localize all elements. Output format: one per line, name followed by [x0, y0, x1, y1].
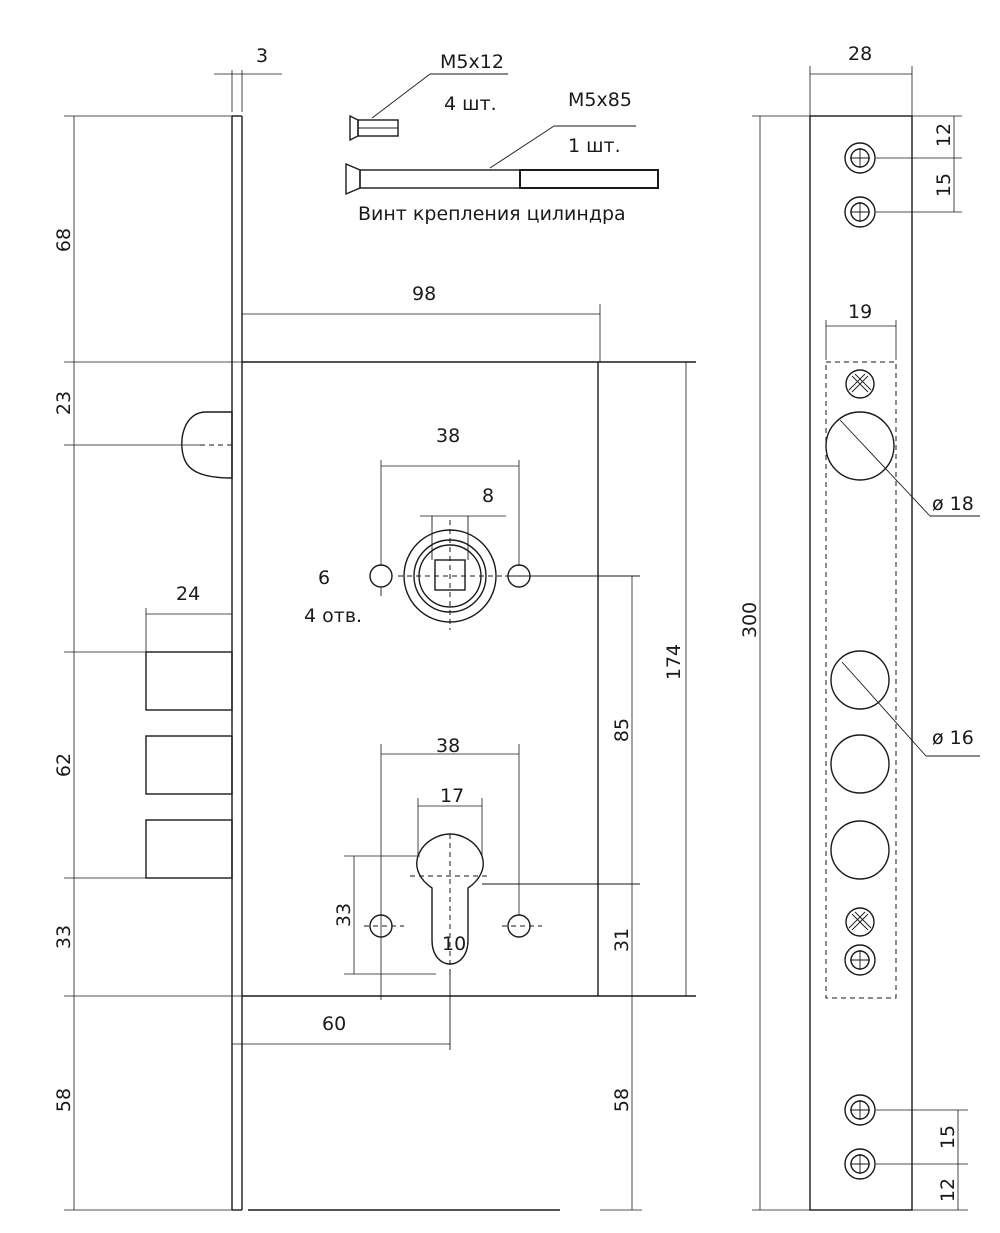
- dim-handle-holes-label: 38: [436, 425, 460, 447]
- screw-long-size-label: M5x85: [568, 89, 632, 111]
- screw-hole-1: [844, 142, 876, 174]
- screw-m5x85: [345, 125, 659, 196]
- dim-handle-holes: [380, 460, 520, 566]
- dim-faceplate-width-label: 28: [848, 43, 872, 65]
- faceplate-screws: [844, 142, 876, 1180]
- dim-cylinder-slot-label: 10: [442, 933, 466, 955]
- dim-cylinder-width: [417, 798, 483, 856]
- dead-bolts: [145, 651, 233, 879]
- dim-hole-dia-label: 6: [318, 567, 330, 589]
- dim-latch-offset: 23: [53, 391, 75, 415]
- screw-hole-3: [844, 1094, 876, 1126]
- dim-faceplate-length-label: 300: [739, 602, 761, 638]
- dim-spindle-label: 8: [482, 485, 494, 507]
- dim-cylinder-height-label: 33: [333, 903, 355, 927]
- dim-right-bottom: [600, 996, 642, 1211]
- screw-hole-2: [844, 196, 876, 228]
- dim-cutout-width-label: 19: [848, 301, 872, 323]
- dim-top-to-body: 68: [53, 228, 75, 252]
- screw-caption: Винт крепления цилиндра: [358, 203, 626, 225]
- dim-thickness: [214, 70, 282, 112]
- dim-screw-top-offset: 12: [933, 123, 955, 147]
- dim-cylinder-to-bottom-label: 31: [611, 928, 633, 952]
- screw-hole-5: [844, 944, 876, 976]
- dim-latch-hole-dia: ø 18: [932, 493, 974, 515]
- dim-faceplate-length: [752, 115, 810, 1211]
- dim-screw-bottom-offset: 12: [937, 1178, 959, 1202]
- screw-long-qty-label: 1 шт.: [568, 135, 621, 157]
- dim-cylinder-holes-label: 38: [436, 735, 460, 757]
- cross-screws: [845, 369, 875, 937]
- spindle-hub: [398, 516, 505, 630]
- dim-bolt-to-bottom: 33: [53, 925, 75, 949]
- faceplate-side: [231, 115, 243, 1211]
- screw-m5x12: [349, 73, 508, 142]
- dim-body-depth: [242, 304, 601, 362]
- dim-bolt-length: [145, 608, 232, 652]
- latch-bolt: [181, 411, 233, 479]
- bolt-holes: [830, 650, 890, 880]
- dim-backset: [231, 1000, 450, 1050]
- dim-hole-count-label: 4 отв.: [304, 605, 362, 627]
- dim-cutout-width: [825, 320, 897, 360]
- dim-bottom-screws: [876, 1109, 968, 1211]
- dim-body-depth-label: 98: [412, 283, 436, 305]
- handle-screw-holes: [369, 564, 640, 596]
- dim-faceplate-width: [809, 66, 913, 116]
- dim-body-height-label: 174: [663, 644, 685, 680]
- dim-screw-spacing-bottom: 15: [937, 1125, 959, 1149]
- dim-bolt-span: 62: [53, 753, 75, 777]
- dim-top-screws: [876, 115, 962, 213]
- dim-bottom-extension: 58: [53, 1088, 75, 1112]
- latch-hole: [825, 411, 895, 481]
- dim-cylinder-width-label: 17: [440, 785, 464, 807]
- dim-screw-spacing-top: 15: [933, 173, 955, 197]
- dim-backset-label: 60: [322, 1013, 346, 1035]
- dim-left-chain: [64, 115, 242, 1211]
- diameter-leaders: [839, 419, 980, 757]
- cylinder-cutout: [364, 833, 640, 1050]
- dim-cylinder-holes: [380, 744, 520, 1000]
- screw-short-size-label: M5x12: [440, 51, 504, 73]
- screw-short-qty-label: 4 шт.: [444, 93, 497, 115]
- faceplate-front: [809, 115, 913, 1211]
- dim-right-bottom-label: 58: [611, 1088, 633, 1112]
- dim-faceplate-thickness: 3: [256, 45, 268, 67]
- dim-bolt-length-label: 24: [176, 583, 200, 605]
- dim-bolt-hole-dia: ø 16: [932, 727, 974, 749]
- screw-hole-4: [844, 1148, 876, 1180]
- lock-body: [242, 361, 696, 1211]
- dim-cylinder-height: [344, 855, 436, 975]
- dim-handle-to-cylinder-label: 85: [611, 718, 633, 742]
